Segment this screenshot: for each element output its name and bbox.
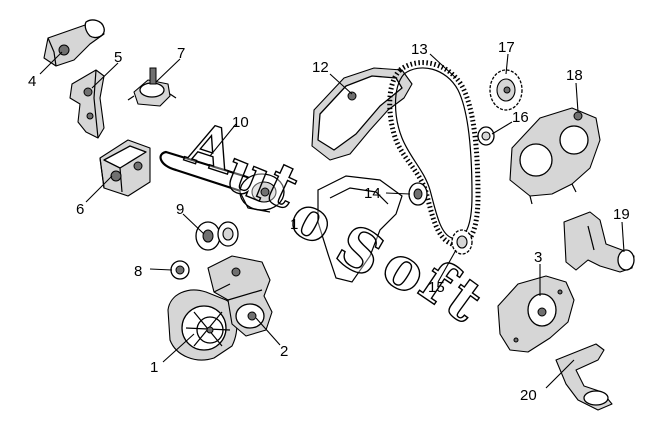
part-1-alternator: [167, 289, 238, 361]
part-17-camshaft-sprocket: [489, 69, 523, 111]
part-7-engine-mount: [127, 67, 177, 107]
part-20-lever: [555, 343, 613, 411]
lower-inner-cover-outline: [317, 175, 403, 283]
callout-numbers: 1 2 3 4 5 6 7 8 9 10 12 13 14 15 16 17 1…: [28, 39, 630, 404]
part-4-engine-mount-bracket: [43, 19, 105, 67]
callout-4: 4: [28, 73, 36, 90]
callout-3: 3: [534, 249, 542, 266]
callout-9: 9: [176, 201, 184, 218]
callout-15: 15: [428, 279, 445, 296]
callout-13: 13: [411, 41, 428, 58]
callout-7: 7: [177, 45, 185, 62]
part-2-bracket-assembly: [207, 255, 273, 337]
callout-20: 20: [520, 387, 537, 404]
callout-12: 12: [312, 59, 329, 76]
callout-18: 18: [566, 67, 583, 84]
part-16-idler: [477, 126, 495, 146]
part-14-tensioner-roller: [408, 182, 428, 206]
callout-8: 8: [134, 263, 142, 280]
part-19-pump-housing: [563, 211, 635, 273]
part-8-small-roller: [170, 260, 190, 280]
callout-16: 16: [512, 109, 529, 126]
watermark-small-number: 1: [290, 216, 298, 233]
callout-1: 1: [150, 359, 158, 376]
callout-5: 5: [114, 49, 122, 66]
part-9-idler-pair: [195, 221, 239, 251]
callout-6: 6: [76, 201, 84, 218]
callout-19: 19: [613, 206, 630, 223]
part-6-engine-mount-block: [99, 139, 151, 197]
callout-17: 17: [498, 39, 515, 56]
part-5-bracket: [69, 69, 105, 139]
part-3-front-cover: [497, 275, 575, 353]
callout-10: 10: [232, 114, 249, 131]
part-15-crankshaft-sprocket: [451, 229, 473, 255]
callout-2: 2: [280, 343, 288, 360]
part-12-upper-timing-cover: [311, 67, 413, 161]
accessory-tensioner-pulley: [239, 173, 285, 213]
callout-14: 14: [364, 185, 381, 202]
callout-leader-lines: [39, 51, 625, 389]
part-18-rear-timing-cover: [509, 107, 601, 205]
